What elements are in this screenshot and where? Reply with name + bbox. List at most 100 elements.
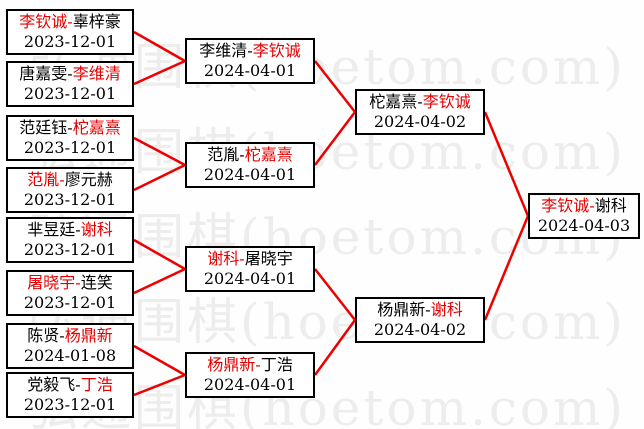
- match-date: 2023-12-01: [23, 84, 117, 103]
- name-separator: -: [239, 145, 245, 164]
- match-players: 芈昱廷-谢科: [27, 220, 112, 240]
- match-players: 杨鼎新-谢科: [377, 300, 462, 320]
- player-name-1: 范廷钰: [19, 118, 68, 137]
- connector-line: [133, 344, 186, 377]
- match-players: 柁嘉熹-李钦诚: [369, 92, 470, 112]
- name-separator: -: [247, 41, 253, 60]
- player-name-1: 党毅飞: [27, 375, 76, 394]
- player-name-2: 谢科: [80, 220, 113, 239]
- match-players: 唐嘉雯-李维清: [19, 64, 120, 84]
- player-name-1: 屠晓宇: [27, 273, 76, 292]
- match-players: 李钦诚-谢科: [541, 196, 626, 216]
- name-separator: -: [59, 170, 65, 189]
- name-separator: -: [67, 118, 73, 137]
- player-name-2: 李钦诚: [422, 92, 471, 111]
- match-date: 2024-04-01: [203, 61, 297, 80]
- name-separator: -: [67, 64, 73, 83]
- match-players: 党毅飞-丁浩: [27, 375, 112, 395]
- connector-line: [133, 267, 186, 295]
- match-players: 屠晓宇-连笑: [27, 273, 112, 293]
- player-name-1: 李钦诚: [19, 12, 68, 31]
- player-name-2: 柁嘉熹: [72, 118, 121, 137]
- player-name-1: 谢科: [207, 249, 240, 268]
- connector-line: [483, 111, 530, 217]
- player-name-2: 谢科: [594, 196, 627, 215]
- name-separator: -: [67, 12, 73, 31]
- connector-line: [314, 111, 356, 166]
- match-date: 2023-12-01: [23, 293, 117, 312]
- match-date: 2024-04-01: [203, 165, 297, 184]
- connector-line: [133, 163, 186, 192]
- name-separator: -: [425, 300, 431, 319]
- player-name-2: 谢科: [430, 300, 463, 319]
- match-date: 2024-04-02: [373, 320, 467, 339]
- name-separator: -: [75, 273, 81, 292]
- player-name-1: 芈昱廷: [27, 220, 76, 239]
- player-name-2: 丁浩: [260, 355, 293, 374]
- player-name-2: 李钦诚: [252, 41, 301, 60]
- name-separator: -: [75, 220, 81, 239]
- match-players: 李维清-李钦诚: [199, 41, 300, 61]
- name-separator: -: [59, 326, 65, 345]
- player-name-2: 屠晓宇: [244, 249, 293, 268]
- match-date: 2024-04-01: [203, 269, 297, 288]
- connector-line: [314, 60, 356, 113]
- player-name-2: 连笑: [80, 273, 113, 292]
- match-date: 2024-04-02: [373, 112, 467, 131]
- player-name-1: 陈贤: [27, 326, 60, 345]
- connector-line: [313, 319, 357, 376]
- match-players: 李钦诚-辜梓豪: [19, 12, 120, 32]
- match-date: 2024-01-08: [23, 346, 117, 365]
- match-players: 谢科-屠晓宇: [207, 249, 292, 269]
- match-date: 2024-04-01: [203, 375, 297, 394]
- name-separator: -: [75, 375, 81, 394]
- match-date: 2023-12-01: [23, 138, 117, 157]
- connector-line: [133, 373, 186, 397]
- match-date: 2023-12-01: [23, 395, 117, 414]
- connector-line: [314, 268, 356, 321]
- player-name-1: 李钦诚: [541, 196, 590, 215]
- match-date: 2024-04-03: [537, 216, 631, 235]
- connector-line: [133, 59, 186, 86]
- match-players: 范胤-柁嘉熹: [207, 145, 292, 165]
- match-players: 范胤-廖元赫: [27, 170, 112, 190]
- match-players: 陈贤-杨鼎新: [27, 326, 112, 346]
- player-name-1: 杨鼎新: [207, 355, 256, 374]
- player-name-1: 杨鼎新: [377, 300, 426, 319]
- player-name-2: 廖元赫: [64, 170, 113, 189]
- player-name-1: 范胤: [27, 170, 60, 189]
- player-name-2: 杨鼎新: [64, 326, 113, 345]
- connector-line: [133, 30, 186, 63]
- player-name-2: 辜梓豪: [72, 12, 121, 31]
- match-date: 2023-12-01: [23, 240, 117, 259]
- name-separator: -: [255, 355, 261, 374]
- player-name-2: 李维清: [72, 64, 121, 83]
- player-name-1: 李维清: [199, 41, 248, 60]
- match-date: 2023-12-01: [23, 32, 117, 51]
- connector-line: [483, 215, 530, 321]
- player-name-1: 范胤: [207, 145, 240, 164]
- player-name-1: 柁嘉熹: [369, 92, 418, 111]
- player-name-2: 柁嘉熹: [244, 145, 293, 164]
- name-separator: -: [239, 249, 245, 268]
- match-players: 范廷钰-柁嘉熹: [19, 118, 120, 138]
- connector-line: [133, 238, 186, 271]
- name-separator: -: [417, 92, 423, 111]
- player-name-1: 唐嘉雯: [19, 64, 68, 83]
